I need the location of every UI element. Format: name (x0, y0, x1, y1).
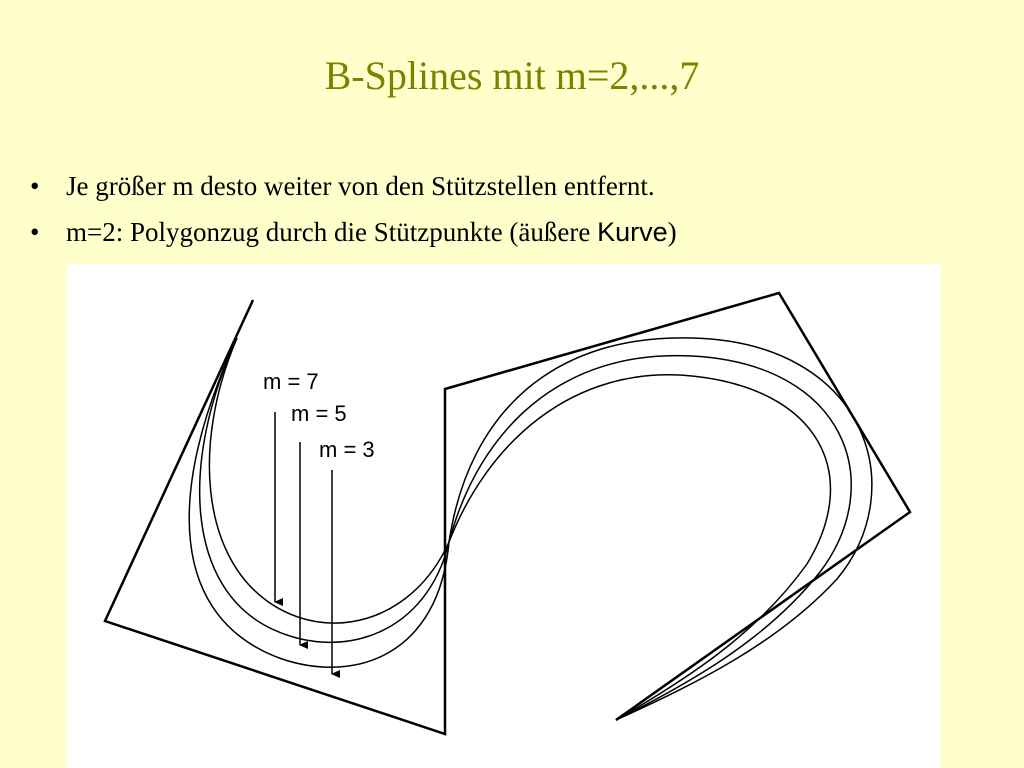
curve-m3 (188, 337, 873, 721)
bullet-marker: • (30, 171, 40, 201)
bspline-figure: m = 7 m = 5 m = 3 (67, 264, 940, 768)
bspline-diagram: m = 7 m = 5 m = 3 (103, 291, 912, 736)
label-m3: m = 3 (319, 437, 375, 462)
label-m7: m = 7 (263, 369, 319, 394)
slide-title: B-Splines mit m=2,...,7 (324, 53, 700, 98)
bullet-marker: • (30, 217, 40, 247)
control-polygon (103, 291, 912, 736)
bullet-text: Je größer m desto weiter von den Stützst… (66, 171, 655, 201)
bullet-text: m=2: Polygonzug durch die Stützpunkte (ä… (66, 217, 598, 247)
bullet-text-end: ) (667, 217, 677, 247)
bullet-item: • m=2: Polygonzug durch die Stützpunkte … (30, 212, 677, 252)
label-m5: m = 5 (291, 401, 347, 426)
bullet-item: • Je größer m desto weiter von den Stütz… (30, 166, 677, 206)
curve-m5 (198, 337, 852, 721)
bullet-text-sans: Kurve (597, 217, 668, 247)
curve-m7 (208, 337, 832, 721)
bullet-list: • Je größer m desto weiter von den Stütz… (30, 166, 677, 258)
